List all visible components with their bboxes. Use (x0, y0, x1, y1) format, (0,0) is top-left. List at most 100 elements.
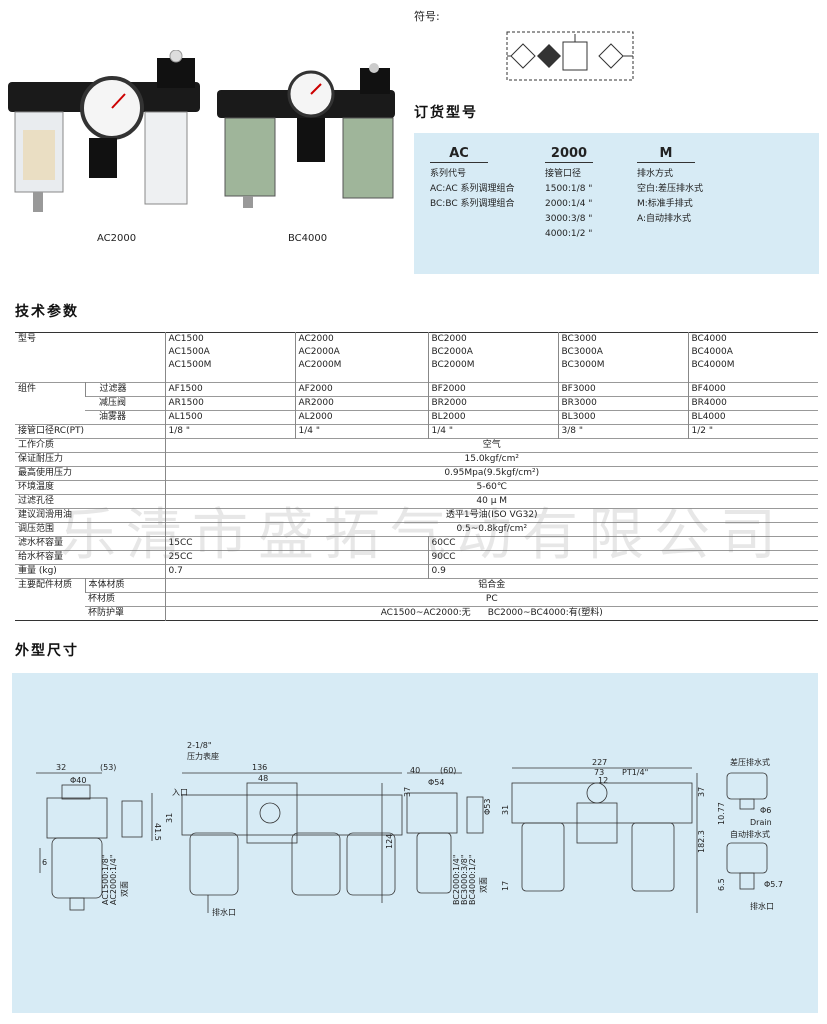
table-cell: 25CC (164, 550, 428, 565)
dim-label: 17 (501, 881, 510, 891)
row-label: 环境温度 (18, 482, 55, 492)
order-line: 4000:1/2 " (545, 229, 593, 239)
table-cell: 0.95Mpa(9.5kgf/cm²) (164, 466, 818, 481)
dim-label: Φ40 (70, 776, 86, 785)
table-cell: 0.9 (427, 564, 818, 579)
table-cell: BF4000 (687, 382, 818, 397)
dim-label: 32 (56, 763, 66, 772)
dimension-drawings: 32 (53) Φ40 41.5 6 AC1500:1/8" AC2000:1/… (36, 741, 783, 917)
dim-label: PT1/4" (622, 768, 648, 777)
table-cell: 铝合金 (164, 578, 818, 593)
product-caption-ac2000: AC2000 (97, 233, 137, 244)
table-row: 杯防护罩 AC1500~AC2000:无 BC2000~BC4000:有(塑料) (15, 606, 818, 621)
dim-label: Φ5.7 (764, 880, 783, 889)
order-line: 1500:1/8 " (545, 184, 593, 194)
dim-label: 227 (592, 758, 607, 767)
table-cell: AF1500 (164, 382, 295, 397)
row-label: 组件 (18, 384, 37, 394)
order-title: 订货型号 (414, 105, 478, 121)
table-row: 主要配件材质 本体材质 铝合金 (15, 578, 818, 593)
dims-title: 外型尺寸 (15, 643, 79, 659)
ac2000-illustration (8, 49, 200, 212)
order-col-head: AC (430, 146, 488, 163)
dim-label: 136 (252, 763, 267, 772)
watermark-text: 乐清市盛拓气动有限公司 (60, 503, 786, 568)
table-row: 组件 过滤器 AF1500 AF2000 BF2000 BF3000 BF400… (15, 382, 818, 397)
dim-label: 31 (501, 805, 510, 815)
dim-label: 排水口 (750, 901, 774, 911)
table-cell: AL1500 (164, 410, 295, 425)
table-row: 减压阀 AR1500 AR2000 BR2000 BR3000 BR4000 (15, 396, 818, 411)
dim-label: 10.77 (717, 802, 726, 825)
sub-label: 杯防护罩 (88, 608, 125, 618)
table-cell: 0.5~0.8kgf/cm² (164, 522, 818, 537)
dim-label: AC1500:1/8" (101, 854, 110, 905)
order-line: 空白:差压排水式 (637, 184, 704, 194)
order-code-panel: AC 系列代号 AC:AC 系列调理组合 BC:BC 系列调理组合 2000 接… (414, 133, 819, 274)
order-line: M:标准手排式 (637, 199, 693, 209)
row-label: 给水杯容量 (18, 552, 64, 562)
table-cell: 1/4 " (294, 424, 428, 439)
dim-label: 31 (165, 813, 174, 823)
dim-label: BC2000:1/4" (452, 854, 461, 905)
row-label: 保证耐压力 (18, 454, 64, 464)
table-cell: 空气 (164, 438, 818, 453)
row-label: 滤水杯容量 (18, 538, 64, 548)
order-line: 接管口径 (545, 169, 582, 179)
table-cell: 5-60℃ (164, 480, 818, 495)
table-cell: 90CC (427, 550, 818, 565)
order-line: BC:BC 系列调理组合 (430, 199, 515, 209)
order-line: 2000:1/4 " (545, 199, 593, 209)
table-cell: AL2000 (294, 410, 428, 425)
order-line: A:自动排水式 (637, 214, 692, 224)
table-cell: AR2000 (294, 396, 428, 411)
sub-label: 减压阀 (99, 398, 127, 408)
table-cell: BF3000 (557, 382, 688, 397)
dim-label: Φ6 (760, 806, 771, 815)
product-photo-ac2000 (5, 49, 210, 220)
order-line: 3000:3/8 " (545, 214, 593, 224)
dim-label: 双面 (120, 881, 129, 897)
dim-label: 压力表座 (187, 751, 219, 761)
table-row: 工作介质 空气 (15, 438, 818, 453)
dim-label: 73 (594, 768, 604, 777)
dim-label: 6 (42, 858, 47, 867)
table-cell: AC1500~AC2000:无 BC2000~BC4000:有(塑料) (164, 606, 818, 621)
dim-label: 40 (410, 766, 420, 775)
dimensions-panel: 32 (53) Φ40 41.5 6 AC1500:1/8" AC2000:1/… (12, 673, 818, 1013)
dim-label: 排水口 (212, 907, 236, 917)
dim-label: 41.5 (153, 823, 162, 841)
table-cell: BL4000 (687, 410, 818, 425)
dim-label: Drain (750, 818, 772, 827)
dim-label: 自动排水式 (730, 829, 770, 839)
table-row: 油雾器 AL1500 AL2000 BL2000 BL3000 BL4000 (15, 410, 818, 425)
dim-label: (60) (440, 766, 456, 775)
table-cell: 40 μ M (164, 494, 818, 509)
row-label: 工作介质 (18, 440, 55, 450)
row-label: 建议润滑用油 (18, 510, 73, 520)
table-cell: 1/4 " (427, 424, 558, 439)
table-cell: 0.7 (164, 564, 428, 579)
table-cell: 60CC (427, 536, 818, 551)
table-cell: PC (164, 592, 818, 607)
row-label: 主要配件材质 (18, 580, 73, 590)
dim-label: 差压排水式 (730, 757, 770, 767)
order-line: AC:AC 系列调理组合 (430, 184, 515, 194)
dim-label: 双面 (479, 877, 488, 893)
table-cell: 3/8 " (557, 424, 688, 439)
table-cell: 1/2 " (687, 424, 818, 439)
symbol-label: 符号: (414, 10, 440, 23)
dim-label: 6.5 (717, 878, 726, 891)
sub-label: 过滤器 (84, 382, 165, 397)
table-cell: AR1500 (164, 396, 295, 411)
table-cell: AF2000 (294, 382, 428, 397)
table-cell: 15CC (164, 536, 428, 551)
row-label: 调压范围 (18, 524, 55, 534)
row-label: 接管口径RC(PT) (18, 426, 85, 436)
